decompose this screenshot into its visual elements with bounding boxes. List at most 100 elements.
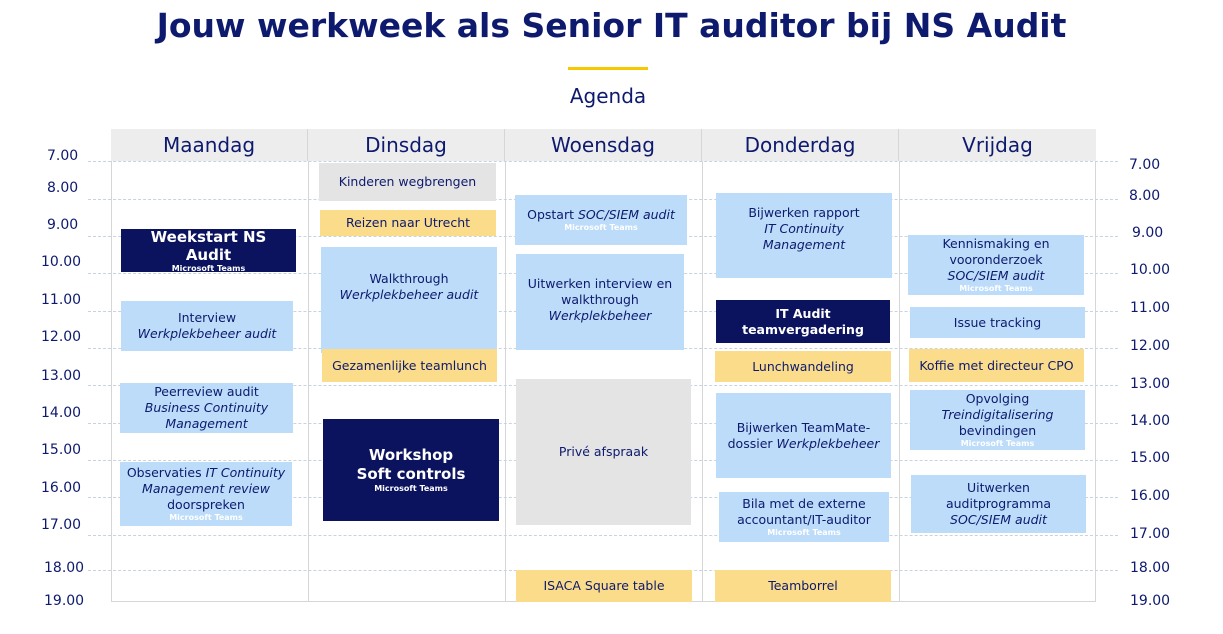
event-bijwerken-teammate[interactable]: Bijwerken TeamMate-dossier Werkplekbehee… xyxy=(716,393,891,478)
event-subtitle: teamvergadering xyxy=(742,321,864,337)
column-divider xyxy=(505,161,506,602)
event-subtitle: Business Continuity Management xyxy=(144,400,269,431)
page-title: Jouw werkweek als Senior IT auditor bij … xyxy=(156,6,1067,45)
event-opstart-soc-siem[interactable]: Opstart SOC/SIEM audit Microsoft Teams xyxy=(515,195,687,245)
column-divider xyxy=(899,161,900,602)
event-bila-externe-accountant[interactable]: Bila met de externe accountant/IT-audito… xyxy=(719,492,889,542)
time-label: 10.00 xyxy=(41,254,82,270)
event-subtitle: SOC/SIEM audit xyxy=(950,512,1047,527)
time-label: 11.00 xyxy=(41,292,82,308)
time-label: 10.00 xyxy=(1130,262,1171,278)
time-label: 14.00 xyxy=(1130,413,1171,429)
time-label: 14.00 xyxy=(41,405,82,421)
teams-tag: Microsoft Teams xyxy=(171,263,246,273)
teams-tag: Microsoft Teams xyxy=(767,528,841,537)
event-text: Bijwerken TeamMate-dossier Werkplekbehee… xyxy=(722,420,885,452)
event-workshop-soft-controls[interactable]: Workshop Soft controls Microsoft Teams xyxy=(323,419,499,521)
event-title: ISACA Square table xyxy=(543,578,665,593)
hour-line xyxy=(88,161,1118,162)
event-title: Kennismaking en vooronderzoek xyxy=(942,236,1050,267)
event-teamborrel[interactable]: Teamborrel xyxy=(715,570,891,602)
day-header-dinsdag: Dinsdag xyxy=(308,129,505,161)
page-subtitle: Agenda xyxy=(569,84,647,108)
event-subtitle: Werkplekbeheer audit xyxy=(137,326,277,341)
event-title: Observaties xyxy=(126,465,202,480)
event-bijwerken-rapport[interactable]: Bijwerken rapport IT Continuity Manageme… xyxy=(716,193,892,278)
event-title: Bila met de externe accountant/IT-audito… xyxy=(737,496,871,527)
event-title-end: doorspreken xyxy=(167,497,245,512)
event-text: Observaties IT Continuity Management rev… xyxy=(126,465,286,513)
event-title-end: bevindingen xyxy=(958,423,1037,438)
event-walkthrough[interactable]: Walkthrough Werkplekbeheer audit xyxy=(321,247,497,353)
event-peerreview[interactable]: Peerreview audit Business Continuity Man… xyxy=(120,383,293,433)
event-title: Peerreview audit xyxy=(154,384,259,399)
event-subtitle: Werkplekbeheer xyxy=(776,435,880,451)
event-kinderen-wegbrengen[interactable]: Kinderen wegbrengen xyxy=(319,163,496,201)
event-subtitle: SOC/SIEM audit xyxy=(947,268,1045,283)
event-title: Walkthrough xyxy=(369,271,449,286)
teams-tag: Microsoft Teams xyxy=(959,284,1033,293)
event-subtitle: IT Continuity Management review xyxy=(142,465,286,496)
event-title: Issue tracking xyxy=(953,314,1042,330)
event-text: Opstart SOC/SIEM audit xyxy=(527,207,675,223)
event-observaties[interactable]: Observaties IT Continuity Management rev… xyxy=(120,462,292,526)
column-divider xyxy=(702,161,703,602)
teams-tag: Microsoft Teams xyxy=(564,223,638,232)
day-header-woensdag: Woensdag xyxy=(505,129,702,161)
time-label: 9.00 xyxy=(1132,225,1164,241)
event-subtitle: IT Continuity Management xyxy=(762,221,846,252)
teams-tag: Microsoft Teams xyxy=(960,439,1035,448)
hour-line xyxy=(88,535,1118,536)
time-label: 12.00 xyxy=(1130,338,1171,354)
title-accent-line xyxy=(568,67,648,70)
event-title: Teamborrel xyxy=(768,578,838,593)
time-label: 8.00 xyxy=(47,180,79,196)
time-label: 15.00 xyxy=(41,442,82,458)
time-label: 13.00 xyxy=(1130,376,1171,392)
event-title: Bijwerken rapport xyxy=(748,205,860,220)
time-label: 12.00 xyxy=(41,329,82,345)
event-title: Reizen naar Utrecht xyxy=(345,215,471,230)
event-title: Workshop xyxy=(368,446,454,464)
event-reizen-utrecht[interactable]: Reizen naar Utrecht xyxy=(320,210,496,236)
teams-tag: Microsoft Teams xyxy=(374,484,448,493)
event-title: Uitwerken auditprogramma xyxy=(945,480,1052,511)
event-subtitle: Treindigitalisering xyxy=(941,407,1054,422)
event-interview[interactable]: Interview Werkplekbeheer audit xyxy=(121,301,293,351)
event-lunchwandeling[interactable]: Lunchwandeling xyxy=(715,351,891,382)
time-label: 8.00 xyxy=(1129,188,1161,204)
time-label: 13.00 xyxy=(41,368,82,384)
event-prive-afspraak[interactable]: Privé afspraak xyxy=(516,379,691,525)
event-title: Uitwerken interview en walkthrough xyxy=(527,276,673,307)
event-subtitle: SOC/SIEM audit xyxy=(577,207,675,222)
event-title: Lunchwandeling xyxy=(752,358,854,374)
time-label: 15.00 xyxy=(1130,450,1171,466)
time-label: 17.00 xyxy=(1130,526,1171,542)
time-label: 17.00 xyxy=(41,517,82,533)
time-label: 9.00 xyxy=(47,217,79,233)
time-label: 19.00 xyxy=(1130,593,1171,609)
time-label: 7.00 xyxy=(47,148,79,164)
event-title: Gezamenlijke teamlunch xyxy=(332,357,487,373)
time-label: 18.00 xyxy=(1130,560,1171,576)
event-title: Privé afspraak xyxy=(558,444,649,459)
event-opvolging[interactable]: Opvolging Treindigitalisering bevindinge… xyxy=(910,390,1085,450)
time-label: 16.00 xyxy=(1130,488,1171,504)
event-title: Interview xyxy=(177,310,237,325)
event-it-audit-teamvergadering[interactable]: IT Audit teamvergadering xyxy=(716,300,890,343)
column-divider xyxy=(308,161,309,602)
event-uitwerken-auditprogramma[interactable]: Uitwerken auditprogramma SOC/SIEM audit xyxy=(911,475,1086,533)
teams-tag: Microsoft Teams xyxy=(169,513,243,522)
event-issue-tracking[interactable]: Issue tracking xyxy=(910,307,1085,338)
event-koffie-directeur[interactable]: Koffie met directeur CPO xyxy=(909,349,1084,382)
time-label: 19.00 xyxy=(44,593,85,609)
event-isaca-square-table[interactable]: ISACA Square table xyxy=(516,570,692,602)
event-uitwerken-interview[interactable]: Uitwerken interview en walkthrough Werkp… xyxy=(516,254,684,350)
event-kennismaking[interactable]: Kennismaking en vooronderzoek SOC/SIEM a… xyxy=(908,235,1084,295)
time-label: 18.00 xyxy=(44,560,85,576)
event-title: Bijwerken TeamMate-dossier xyxy=(727,419,871,451)
event-weekstart-ns-audit[interactable]: Weekstart NS Audit Microsoft Teams xyxy=(121,227,296,273)
event-title: Kinderen wegbrengen xyxy=(338,174,477,189)
event-title: Weekstart NS Audit xyxy=(150,227,267,264)
event-teamlunch[interactable]: Gezamenlijke teamlunch xyxy=(322,349,497,382)
